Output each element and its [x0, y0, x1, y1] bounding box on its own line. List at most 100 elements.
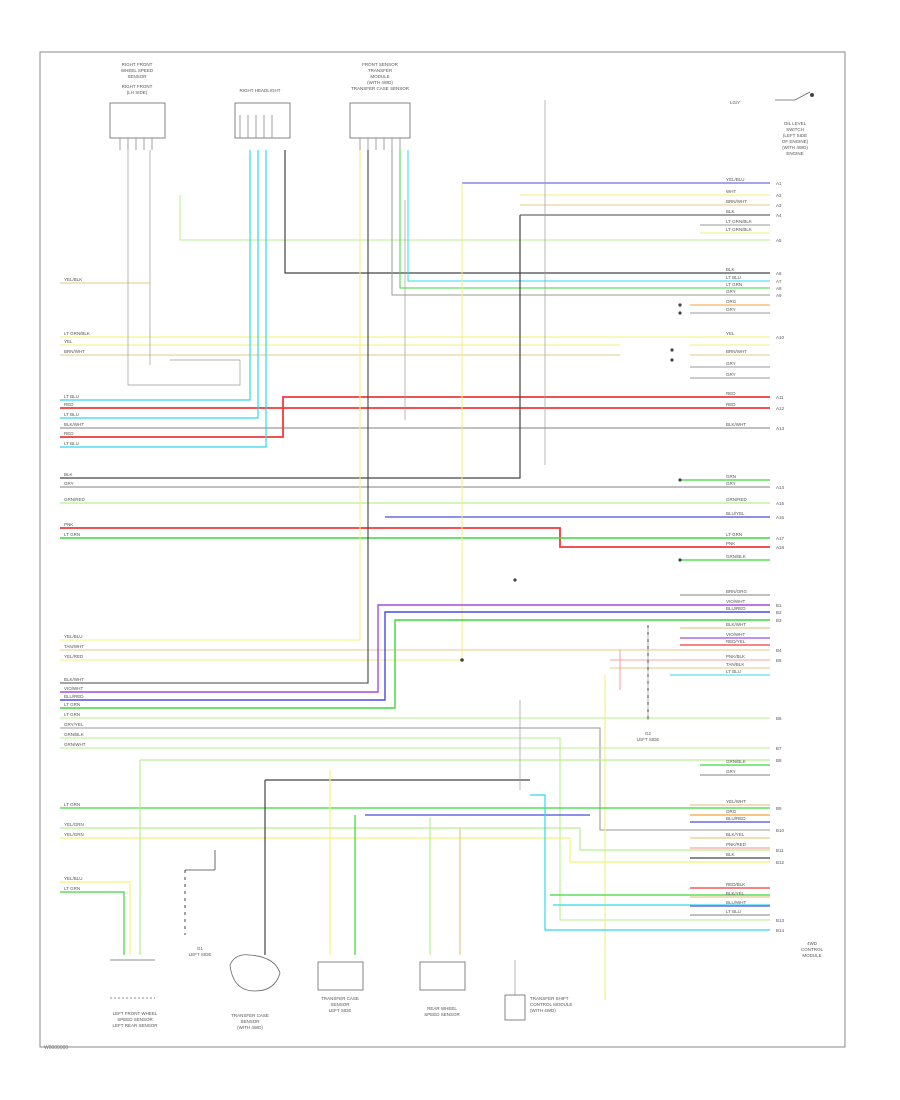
svg-text:LEFT FRONT WHEEL: LEFT FRONT WHEEL: [113, 1011, 158, 1016]
svg-text:YEL/BLU: YEL/BLU: [726, 177, 745, 182]
svg-text:A6: A6: [776, 271, 782, 276]
svg-text:A7: A7: [776, 279, 782, 284]
svg-text:A14: A14: [776, 485, 785, 490]
svg-text:SENSOR: SENSOR: [240, 1019, 260, 1024]
diagram-frame: [39, 51, 846, 1048]
svg-text:YEL: YEL: [726, 331, 735, 336]
svg-text:BLK: BLK: [726, 267, 735, 272]
svg-text:B2: B2: [776, 610, 782, 615]
svg-text:(WITH 4WD): (WITH 4WD): [530, 1008, 556, 1013]
svg-text:GRY: GRY: [726, 372, 736, 377]
svg-text:BLU/RED: BLU/RED: [726, 606, 746, 611]
svg-text:YEL/GRN: YEL/GRN: [64, 822, 84, 827]
wire-mid-group: [60, 479, 770, 561]
svg-text:RED: RED: [64, 402, 74, 407]
svg-text:G2: G2: [645, 731, 652, 736]
svg-text:LEFT SIDE: LEFT SIDE: [189, 952, 212, 957]
mid-ground-g2: G2 LEFT SIDE: [637, 625, 659, 742]
svg-text:GRY: GRY: [64, 481, 74, 486]
svg-text:TRANSFER CASE SENSOR: TRANSFER CASE SENSOR: [351, 86, 410, 91]
svg-text:LT GRN: LT GRN: [64, 702, 80, 707]
svg-text:YEL/BLU: YEL/BLU: [64, 876, 83, 881]
svg-text:VIO/WHT: VIO/WHT: [64, 686, 83, 691]
svg-text:B13: B13: [776, 918, 785, 923]
svg-text:B7: B7: [776, 746, 782, 751]
svg-text:SPEED SENSOR: SPEED SENSOR: [424, 1012, 460, 1017]
svg-text:A5: A5: [776, 238, 782, 243]
svg-text:LT GRN: LT GRN: [726, 282, 742, 287]
svg-text:LT GRN: LT GRN: [64, 886, 80, 891]
svg-text:A16: A16: [776, 515, 785, 520]
top-right-sensor: FRONT SENSOR TRANSFER MODULE (WITH 4WD) …: [349, 62, 411, 139]
svg-text:RIGHT FRONT: RIGHT FRONT: [122, 84, 153, 89]
svg-text:MODULE: MODULE: [802, 953, 821, 958]
svg-text:RED: RED: [726, 391, 736, 396]
svg-text:LT BLU: LT BLU: [64, 394, 79, 399]
svg-text:RED/YEL: RED/YEL: [726, 639, 746, 644]
svg-text:GRN/RED: GRN/RED: [726, 497, 748, 502]
svg-text:YEL: YEL: [64, 339, 73, 344]
svg-text:FRONT SENSOR: FRONT SENSOR: [362, 62, 398, 67]
svg-text:BLK/YEL: BLK/YEL: [726, 891, 745, 896]
svg-text:LT BLU: LT BLU: [726, 909, 741, 914]
transfer-case-sensor-left: TRANSFER CASE SENSOR LEFT SIDE: [317, 961, 364, 1013]
svg-text:A1: A1: [776, 181, 782, 186]
svg-text:A8: A8: [776, 286, 782, 291]
top-sensor-pins: [119, 115, 401, 150]
svg-text:ENGINE: ENGINE: [786, 151, 803, 156]
right-stubs-lower: [680, 594, 770, 916]
svg-text:MODULE: MODULE: [370, 74, 389, 79]
control-module-label: 4WD CONTROL MODULE: [801, 941, 823, 958]
svg-text:LT GRN: LT GRN: [64, 712, 80, 717]
svg-text:RED: RED: [64, 431, 74, 436]
svg-text:BLU/YEL: BLU/YEL: [726, 511, 745, 516]
svg-text:BLU/RED: BLU/RED: [64, 694, 84, 699]
svg-text:A12: A12: [776, 406, 785, 411]
svg-text:BLK/WHT: BLK/WHT: [726, 622, 746, 627]
svg-text:A9: A9: [776, 293, 782, 298]
pin-labels-right: YEL/BLU WHT BRN/WHT BLK LT GRN/BLK LT GR…: [726, 177, 752, 914]
pin-labels-left: YEL/BLK LT GRN/BLK YEL BRN/WHT LT BLU RE…: [64, 277, 90, 891]
svg-text:(LEFT SIDE: (LEFT SIDE: [783, 133, 807, 138]
wire-green-top: [399, 150, 770, 289]
svg-text:BLK/WHT: BLK/WHT: [64, 422, 84, 427]
svg-text:CONTROL: CONTROL: [801, 947, 823, 952]
svg-text:LT GRN/BLK: LT GRN/BLK: [726, 219, 752, 224]
svg-text:PNK/RED: PNK/RED: [726, 842, 747, 847]
svg-text:B6: B6: [776, 716, 782, 721]
svg-text:LT BLU: LT BLU: [726, 669, 741, 674]
svg-text:LEFT REAR SENSOR: LEFT REAR SENSOR: [113, 1023, 159, 1028]
svg-text:GRY: GRY: [726, 769, 736, 774]
svg-text:VIO/WHT: VIO/WHT: [726, 632, 745, 637]
svg-text:PNK/BLK: PNK/BLK: [726, 654, 745, 659]
svg-text:B11: B11: [776, 848, 784, 853]
svg-text:OF ENGINE): OF ENGINE): [782, 139, 809, 144]
svg-text:SENSOR: SENSOR: [330, 1002, 350, 1007]
svg-text:BRN/WHT: BRN/WHT: [726, 349, 747, 354]
svg-text:YEL/GRN: YEL/GRN: [64, 832, 84, 837]
svg-text:LT BLU: LT BLU: [726, 275, 741, 280]
svg-text:BRN/ORG: BRN/ORG: [726, 589, 748, 594]
svg-text:PNK: PNK: [726, 541, 735, 546]
wire-bus-top: [179, 182, 770, 241]
wire-gray-top: [391, 150, 770, 296]
svg-text:SPEED SENSOR: SPEED SENSOR: [117, 1017, 153, 1022]
oil-level-switch: OIL LEVEL SWITCH (LEFT SIDE OF ENGINE) (…: [730, 91, 814, 156]
svg-text:VIO/WHT: VIO/WHT: [726, 599, 745, 604]
svg-text:B5: B5: [776, 658, 782, 663]
svg-text:BLK: BLK: [726, 852, 735, 857]
svg-text:BRN/WHT: BRN/WHT: [64, 349, 85, 354]
svg-text:LT GRN: LT GRN: [726, 532, 742, 537]
svg-text:CONTROL MODULE: CONTROL MODULE: [530, 1002, 572, 1007]
svg-text:LG/Y: LG/Y: [730, 100, 740, 105]
svg-text:WHT: WHT: [726, 189, 736, 194]
wire-left-group-1: [60, 282, 770, 356]
svg-text:GRN/WHT: GRN/WHT: [64, 742, 86, 747]
svg-text:GRY: GRY: [726, 481, 736, 486]
svg-text:YEL/RED: YEL/RED: [64, 654, 84, 659]
svg-text:LT GRN: LT GRN: [64, 802, 80, 807]
svg-text:A15: A15: [776, 501, 785, 506]
svg-text:B10: B10: [776, 828, 785, 833]
svg-text:LT GRN: LT GRN: [64, 532, 80, 537]
svg-text:RED/BLK: RED/BLK: [726, 882, 745, 887]
